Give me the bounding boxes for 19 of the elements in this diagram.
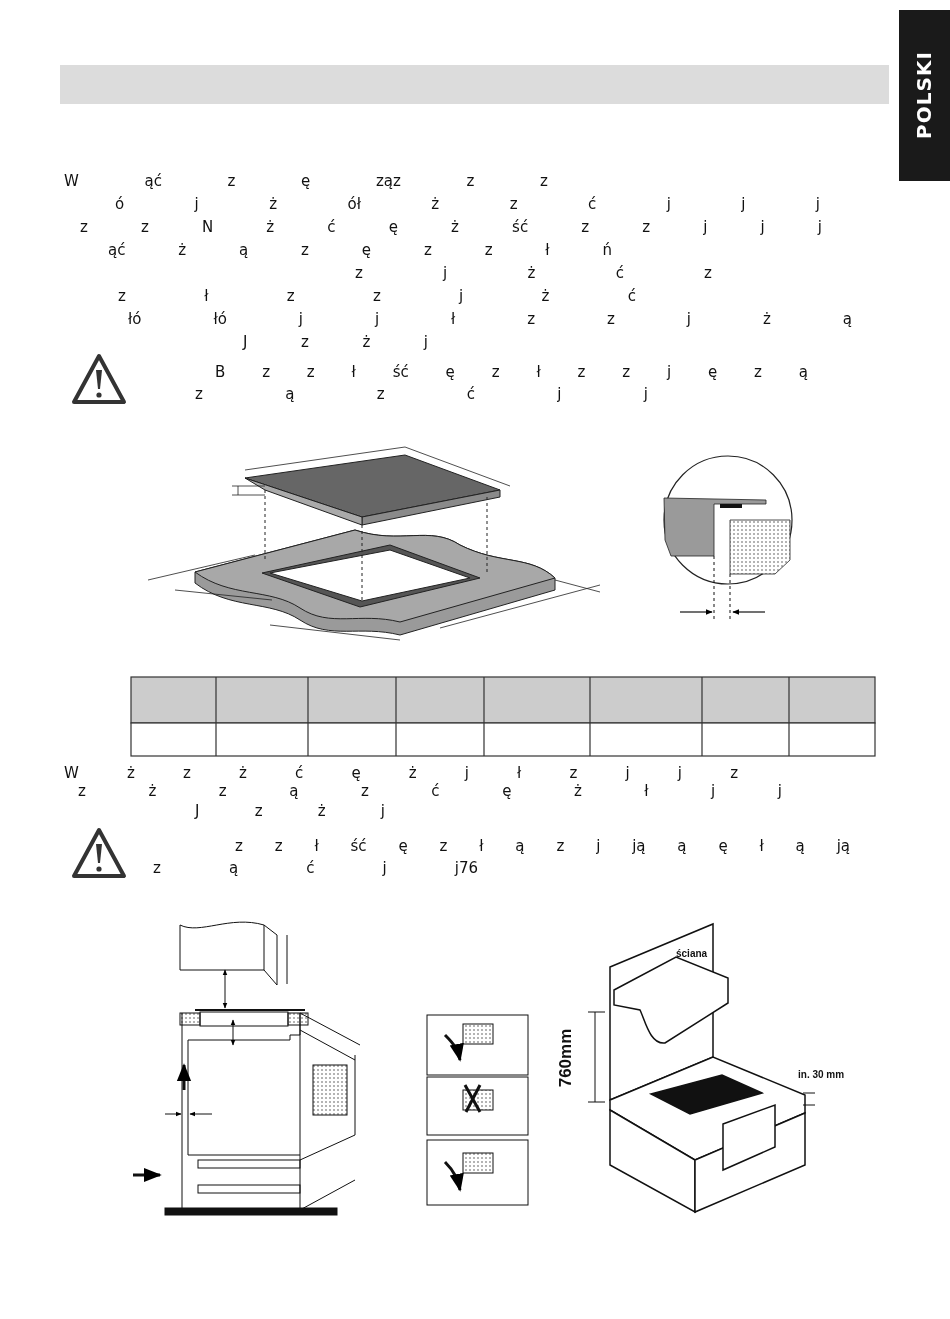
paragraph-line: z j ż ć z [355,264,712,282]
language-tab-label: POLSKI [912,51,936,139]
dimension-label: 760mm [556,1028,576,1088]
paragraph-line: W ż z ż ć ę ż j ł z j j z [64,764,738,782]
paragraph-line: ąć ż ą z ę z z ł ń [108,241,612,259]
paragraph-line: łó łó j j ł z z j ż ą [128,310,852,328]
figure-label: in. 30 mm [798,1069,845,1080]
figure-label: ściana [676,948,708,959]
paragraph-line: J z ż j [195,802,385,820]
warning-text-line: z ą ć j j76 [153,859,478,877]
warning-text-line: B z z ł ść ę z ł z z j ę z ą [215,363,808,381]
warning-text-line: z z ł ść ę z ł ą z j ją ą ę ł ą ją [235,837,850,855]
paragraph-line: z z N ż ć ę ż ść z z j j j [80,218,822,236]
warning-text-line: z ą z ć j j [195,385,648,403]
paragraph-line: z ł z z j ż ć [118,287,636,305]
paragraph-line: W ąć z ę ząz z z [64,172,548,190]
paragraph-line: J z ż j [243,333,428,351]
paragraph-line: ó j ż ół ż z ć j j j [115,195,820,213]
paragraph-line: z ż z ą z ć ę ż ł j j [78,782,782,800]
